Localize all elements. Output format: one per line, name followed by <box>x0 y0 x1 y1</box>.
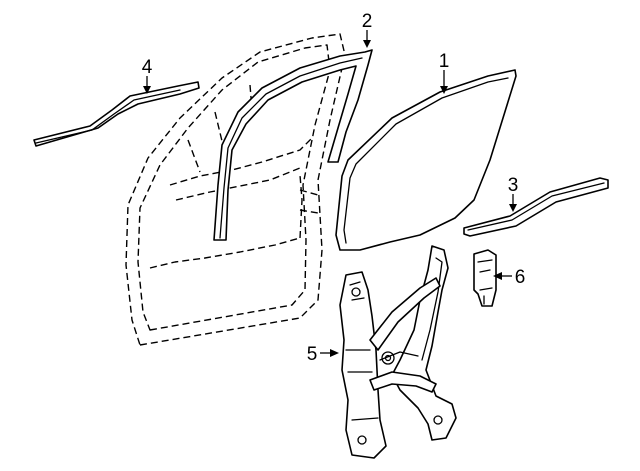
callout-1: 1 <box>439 51 450 72</box>
part-5-window-regulator <box>339 245 457 459</box>
callout-labels: 1 2 3 4 5 6 <box>142 11 526 365</box>
callout-3: 3 <box>508 175 519 196</box>
part-6-bracket <box>473 249 497 307</box>
callout-2: 2 <box>362 11 373 32</box>
part-4-belt-weatherstrip <box>33 81 200 147</box>
part-2-glass-run-channel <box>213 49 373 241</box>
callout-5: 5 <box>307 344 318 365</box>
door-shell-outline <box>125 33 346 346</box>
leader-lines <box>143 30 517 357</box>
callout-6: 6 <box>515 267 526 288</box>
part-3-belt-weatherstrip <box>463 177 609 237</box>
part-1-door-glass <box>335 69 517 251</box>
callout-4: 4 <box>142 57 153 78</box>
